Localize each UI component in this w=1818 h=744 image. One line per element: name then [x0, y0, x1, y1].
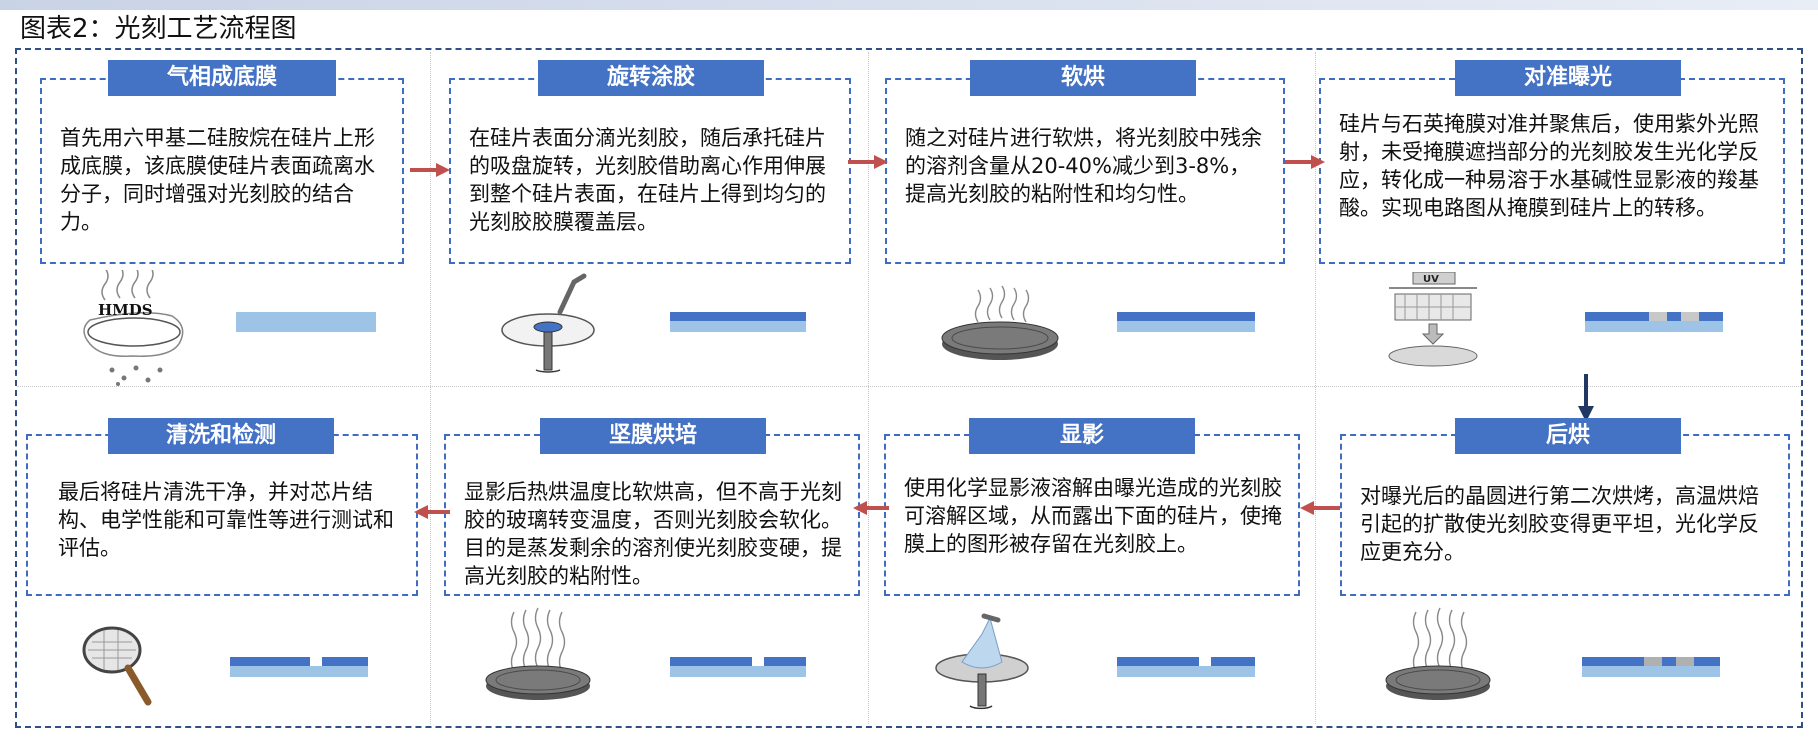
layer-diagram	[230, 657, 368, 679]
magnifier-inspection-icon	[82, 626, 152, 706]
hard-bake-wafer-icon	[485, 607, 591, 700]
step-label-spin-coat: 旋转涂胶	[538, 60, 764, 96]
substrate-layer	[236, 312, 376, 332]
resist-layer	[670, 657, 752, 666]
layer-diagram	[1117, 312, 1255, 334]
substrate-layer	[1117, 321, 1255, 332]
opening	[752, 657, 764, 666]
step-description: 对曝光后的晶圆进行第二次烘烤，高温烘焙引起的扩散使光刻胶变得更平坦，光化学反应更…	[1360, 484, 1759, 564]
column-divider	[868, 52, 869, 724]
step-label-vapor-prime: 气相成底膜	[108, 60, 336, 96]
arrow-right-icon	[1285, 155, 1325, 169]
step-box-vapor-prime: 首先用六甲基二硅胺烷在硅片上形成底膜，该底膜使硅片表面疏离水分子，同时增强对光刻…	[40, 78, 404, 264]
resist-layer	[322, 657, 368, 666]
substrate-layer	[1117, 666, 1255, 677]
arrow-right-icon	[410, 163, 450, 177]
step-description: 硅片与石英掩膜对准并聚焦后，使用紫外光照射，未受掩膜遮挡部分的光刻胶发生光化学反…	[1339, 112, 1759, 220]
step-box-clean-inspect: 最后将硅片清洗干净，并对芯片结构、电学性能和可靠性等进行测试和评估。	[26, 434, 418, 596]
row-divider	[17, 386, 1801, 387]
diagram-frame	[15, 48, 1803, 728]
arrow-left-icon	[1300, 501, 1340, 515]
spin-coater-icon	[501, 273, 595, 373]
step-description: 显影后热烘温度比软烘高，但不高于光刻胶的玻璃转变温度，否则光刻胶会软化。目的是蒸…	[464, 480, 842, 588]
exposed-region	[1649, 312, 1667, 321]
hmds-label: HMDS	[98, 301, 153, 319]
substrate-layer	[1582, 666, 1720, 677]
layer-diagram	[236, 312, 376, 332]
step-label-clean-inspect: 清洗和检测	[108, 418, 334, 454]
layer-diagram	[670, 657, 806, 679]
step-label-post-bake: 后烘	[1455, 418, 1681, 454]
step-label-develop: 显影	[969, 418, 1195, 454]
resist-layer	[230, 657, 310, 666]
exposed-region	[1681, 312, 1699, 321]
column-divider	[1315, 52, 1316, 724]
step-description: 首先用六甲基二硅胺烷在硅片上形成底膜，该底膜使硅片表面疏离水分子，同时增强对光刻…	[60, 126, 375, 234]
arrow-right-icon	[848, 155, 888, 169]
uv-label: UV	[1423, 274, 1439, 285]
step-box-post-bake: 对曝光后的晶圆进行第二次烘烤，高温烘焙引起的扩散使光刻胶变得更平坦，光化学反应更…	[1340, 434, 1790, 596]
arrow-left-icon	[853, 501, 889, 515]
exposed-region	[1676, 657, 1694, 666]
step-box-spin-coat: 在硅片表面分滴光刻胶，随后承托硅片的吸盘旋转，光刻胶借助离心作用伸展到整个硅片表…	[449, 78, 851, 264]
substrate-layer	[1585, 321, 1723, 332]
hot-plate-wafer-icon	[941, 285, 1059, 360]
layer-diagram	[1117, 657, 1255, 679]
resist-layer	[1117, 657, 1199, 666]
arrow-left-icon	[414, 505, 450, 519]
column-divider	[430, 52, 431, 724]
step-box-develop: 使用化学显影液溶解由曝光造成的光刻胶可溶解区域，从而露出下面的硅片，使掩膜上的图…	[884, 434, 1300, 596]
opening	[1199, 657, 1211, 666]
substrate-layer	[670, 321, 806, 332]
layer-diagram	[670, 312, 806, 334]
top-accent-bar	[0, 0, 1818, 10]
uv-exposure-icon: UV	[1388, 272, 1478, 367]
layer-diagram	[1585, 312, 1723, 334]
step-box-align-expose: 硅片与石英掩膜对准并聚焦后，使用紫外光照射，未受掩膜遮挡部分的光刻胶发生光化学反…	[1319, 78, 1785, 264]
opening	[310, 657, 322, 666]
step-description: 使用化学显影液溶解由曝光造成的光刻胶可溶解区域，从而露出下面的硅片，使掩膜上的图…	[904, 476, 1282, 556]
step-description: 在硅片表面分滴光刻胶，随后承托硅片的吸盘旋转，光刻胶借助离心作用伸展到整个硅片表…	[469, 126, 826, 234]
step-label-hard-bake: 坚膜烘培	[540, 418, 766, 454]
developer-spray-icon	[935, 613, 1029, 710]
step-label-soft-bake: 软烘	[970, 60, 1196, 96]
arrow-down-icon	[1578, 374, 1594, 422]
resist-layer	[764, 657, 806, 666]
resist-layer	[1211, 657, 1255, 666]
layer-diagram	[1582, 657, 1720, 679]
resist-layer	[670, 312, 806, 321]
step-description: 随之对硅片进行软烘，将光刻胶中残余的溶剂含量从20-40%减少到3-8%，提高光…	[905, 126, 1262, 206]
hmds-vapor-icon: HMDS	[83, 270, 184, 386]
post-bake-wafer-icon	[1385, 607, 1491, 700]
figure-title: 图表2：光刻工艺流程图	[20, 14, 297, 44]
step-description: 最后将硅片清洗干净，并对芯片结构、电学性能和可靠性等进行测试和评估。	[58, 480, 394, 560]
exposed-region	[1644, 657, 1662, 666]
step-box-soft-bake: 随之对硅片进行软烘，将光刻胶中残余的溶剂含量从20-40%减少到3-8%，提高光…	[885, 78, 1285, 264]
substrate-layer	[230, 666, 368, 677]
step-box-hard-bake: 显影后热烘温度比软烘高，但不高于光刻胶的玻璃转变温度，否则光刻胶会软化。目的是蒸…	[444, 434, 860, 596]
step-label-align-expose: 对准曝光	[1455, 60, 1681, 96]
resist-layer	[1117, 312, 1255, 321]
substrate-layer	[670, 666, 806, 677]
